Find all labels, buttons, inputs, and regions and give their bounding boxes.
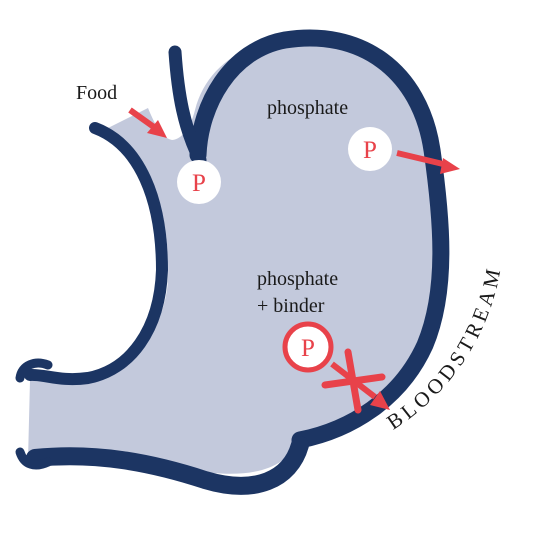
phosphate-molecule-entry: P	[177, 160, 221, 204]
phosphate-molecule-free: P	[348, 127, 392, 171]
phosphate-symbol-free: P	[363, 137, 377, 164]
duodenum-bottom-hook	[15, 447, 53, 470]
food-arrow-icon	[128, 107, 167, 138]
phosphate-label: phosphate	[267, 97, 348, 119]
x-mark-icon	[321, 348, 386, 414]
phosphate-binder-molecule: P	[282, 321, 334, 373]
stomach-outer-wall	[189, 29, 450, 449]
duodenum-top-hook	[15, 358, 53, 383]
phosphate-symbol: P	[192, 170, 206, 197]
phosphate-binder-label-line1: phosphate	[257, 268, 338, 290]
phosphate-symbol-bound: P	[301, 335, 315, 362]
stomach-inner-wall	[168, 45, 207, 167]
stomach-left-wall	[24, 122, 169, 386]
absorption-arrow-icon	[396, 150, 460, 174]
stomach-bottom-wall	[26, 436, 309, 495]
phosphate-binder-label-line2: + binder	[257, 295, 325, 317]
food-label: Food	[76, 82, 117, 104]
